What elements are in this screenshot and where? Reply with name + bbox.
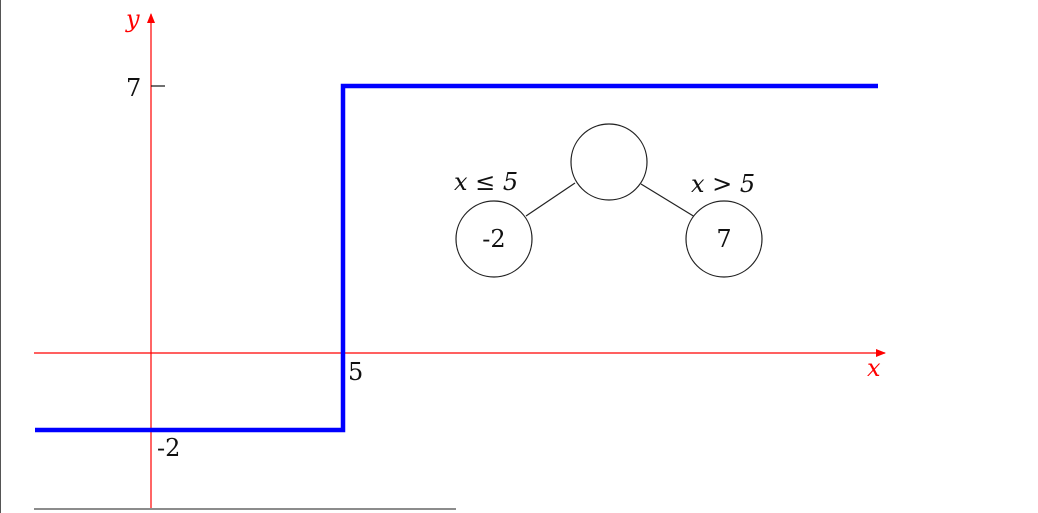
x-tick-label-5: 5	[348, 358, 363, 386]
tree-root-node	[570, 123, 648, 201]
y-axis-label: y	[125, 5, 140, 33]
y-tick-label-neg2: -2	[157, 434, 180, 462]
tree-right-leaf-label: 7	[716, 225, 731, 253]
tree-edge-right	[640, 183, 696, 218]
step-function-line	[35, 83, 878, 433]
y-tick-label-7: 7	[126, 74, 141, 102]
tree-left-edge-label: x ≤ 5	[454, 168, 518, 196]
x-axis-label: x	[867, 354, 881, 382]
tree-edge-left	[525, 182, 576, 217]
tree-left-leaf-label: -2	[482, 225, 505, 253]
tree-right-edge-label: x > 5	[691, 170, 755, 198]
tree-left-leaf	[455, 200, 533, 278]
tree-right-leaf	[685, 200, 763, 278]
